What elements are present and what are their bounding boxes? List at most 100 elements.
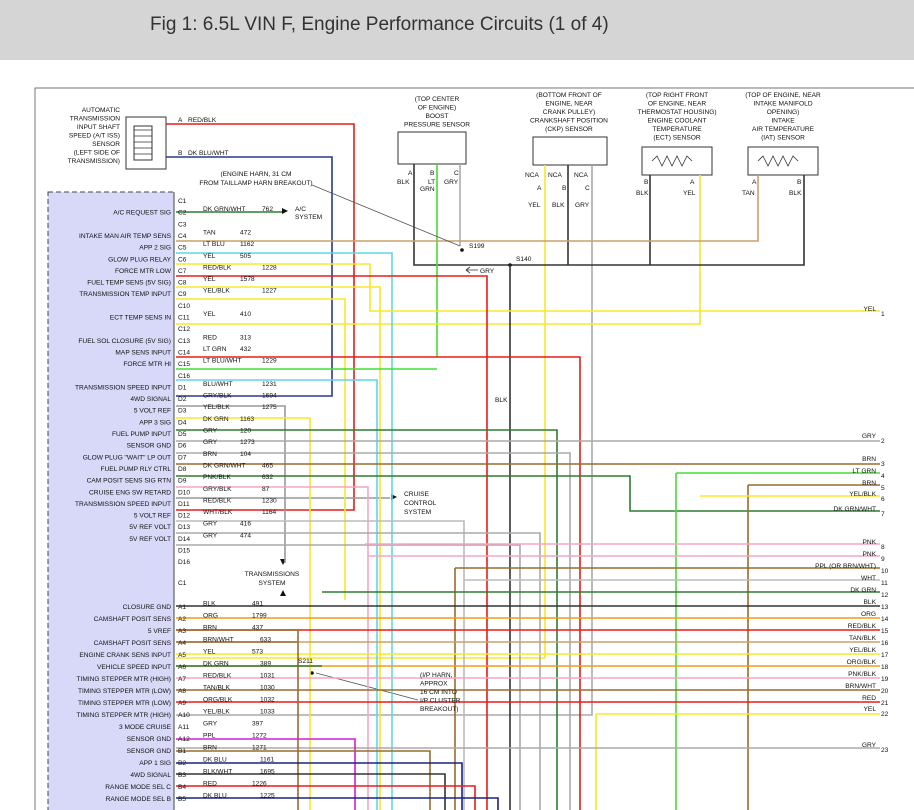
wire-d8-fuel-pump-rly bbox=[176, 475, 880, 512]
ip-harn-note-line: APPROX bbox=[420, 681, 448, 688]
wire-label: BRN bbox=[203, 625, 217, 632]
wire-b5-range-b bbox=[176, 797, 499, 810]
pin-label-c7: FORCE MTR LOW bbox=[115, 268, 172, 275]
terminal-number: 16 bbox=[881, 640, 889, 647]
ac-system-note-line: A/C bbox=[295, 206, 306, 213]
circuit-number: 474 bbox=[240, 532, 251, 539]
wire-label: BLK bbox=[203, 601, 216, 608]
pin-label-d7: GLOW PLUG "WAIT" LP OUT bbox=[83, 454, 171, 461]
circuit-number: 762 bbox=[262, 206, 273, 213]
pin-label-d13: 5V REF VOLT bbox=[129, 524, 171, 531]
wire-d2-4wd bbox=[176, 405, 286, 563]
pin-c1: C1 bbox=[178, 580, 187, 587]
circuit-number: 389 bbox=[260, 661, 271, 668]
wire-c7-force-low bbox=[176, 275, 488, 810]
terminal-label: RED bbox=[862, 695, 876, 702]
wire-b1-sensor-gnd bbox=[176, 750, 431, 810]
terminal-number: 14 bbox=[881, 616, 889, 623]
terminal-number: 22 bbox=[881, 711, 889, 718]
pin-b2: B2 bbox=[178, 760, 186, 767]
circuit-number: 1231 bbox=[262, 381, 277, 388]
boost-sensor-body bbox=[397, 131, 467, 165]
pin-label-a1: CLOSURE GND bbox=[123, 604, 172, 611]
ckp-sensor-label-line: (BOTTOM FRONT OF bbox=[536, 92, 602, 99]
pin-label-c9: TRANSMISSION TEMP INPUT bbox=[79, 291, 171, 298]
atiss-sensor-label-line: AUTOMATIC bbox=[82, 107, 120, 114]
terminal-number: 18 bbox=[881, 664, 889, 671]
circuit-number: 120 bbox=[240, 428, 251, 435]
wire-term-22 bbox=[595, 713, 880, 810]
ip-harn-note-line: I/P CLUSTER bbox=[420, 698, 461, 705]
wire-ect-a bbox=[176, 175, 701, 325]
ckp-wire-a-label: YEL bbox=[528, 202, 541, 209]
ip-harn-leader bbox=[315, 672, 419, 701]
wire-label: YEL bbox=[203, 253, 216, 260]
pin-c13: C13 bbox=[178, 338, 190, 345]
iat-sensor-label-line: OPENING) bbox=[767, 109, 800, 116]
wire-label: LT BLU bbox=[203, 241, 225, 248]
circuit-number: 437 bbox=[252, 625, 263, 632]
pcm-module bbox=[47, 191, 175, 810]
ckp-sensor-label-line: CRANK PULLEY) bbox=[543, 109, 595, 116]
ect-sensor-body bbox=[641, 146, 713, 176]
ckp-pin-a: A bbox=[537, 185, 542, 192]
circuit-number: 465 bbox=[262, 462, 273, 469]
splice-s211: S211 bbox=[298, 658, 313, 665]
atiss-pin-b: B bbox=[178, 150, 183, 157]
gry-arrow-label: GRY bbox=[480, 268, 495, 275]
terminal-label: TAN/BLK bbox=[849, 635, 877, 642]
iat-sensor-label-line: (IAT) SENSOR bbox=[761, 135, 805, 142]
terminal-label: PNK bbox=[862, 551, 876, 558]
pin-label-c15: FORCE MTR HI bbox=[123, 361, 171, 368]
cruise-note-line: CRUISE bbox=[404, 491, 430, 498]
pin-a2: A2 bbox=[178, 616, 186, 623]
pin-d10: D10 bbox=[178, 489, 190, 496]
wire-d4-app3 bbox=[176, 429, 558, 810]
ect-pin-b: B bbox=[644, 179, 649, 186]
wire-label: TAN bbox=[203, 229, 216, 236]
terminal-number: 7 bbox=[881, 511, 885, 518]
terminal-label: ORG bbox=[861, 611, 876, 618]
terminal-label: GRY bbox=[862, 433, 877, 440]
wire-label: RED/BLK bbox=[203, 264, 232, 271]
terminal-number: 20 bbox=[881, 688, 889, 695]
ac-system-note-line: SYSTEM bbox=[295, 214, 322, 221]
splice-s140: S140 bbox=[516, 256, 532, 263]
boost-wire-c-label: GRY bbox=[444, 179, 459, 186]
boost-sensor-label-line: (TOP CENTER bbox=[415, 96, 460, 103]
circuit-number: 1227 bbox=[262, 288, 277, 295]
wire-label: DK BLU bbox=[203, 757, 227, 764]
wire-label: BRN bbox=[203, 451, 217, 458]
iat-sensor-body bbox=[747, 146, 819, 176]
wire-d14 bbox=[176, 544, 521, 810]
wire-label: LT GRN bbox=[203, 346, 227, 353]
pin-a9: A9 bbox=[178, 700, 186, 707]
circuit-number: 1225 bbox=[260, 793, 275, 800]
pin-label-d3: 5 VOLT REF bbox=[134, 408, 171, 415]
iat-wire-a-label: TAN bbox=[742, 190, 755, 197]
circuit-number: 1161 bbox=[260, 757, 275, 764]
terminal-number: 17 bbox=[881, 652, 889, 659]
pin-c7: C7 bbox=[178, 268, 187, 275]
wire-d6-sensor-gnd bbox=[176, 452, 571, 810]
circuit-number: 1275 bbox=[262, 404, 277, 411]
pin-label-d8: FUEL PUMP RLY CTRL bbox=[101, 466, 172, 473]
wire-label: BRN bbox=[203, 745, 217, 752]
circuit-number: 1694 bbox=[262, 393, 277, 400]
pin-label-b1: SENSOR GND bbox=[127, 748, 172, 755]
ip-harn-note-line: (I/P HARN, bbox=[420, 672, 453, 679]
page-title: Fig 1: 6.5L VIN F, Engine Performance Ci… bbox=[150, 14, 609, 35]
ect-sensor-label-line: (ECT) SENSOR bbox=[653, 135, 700, 142]
boost-sensor-label-line: BOOST bbox=[425, 113, 448, 120]
circuit-number: 1229 bbox=[262, 358, 277, 365]
circuit-number: 1030 bbox=[260, 685, 275, 692]
circuit-number: 505 bbox=[240, 253, 251, 260]
terminal-label: BRN bbox=[862, 480, 876, 487]
pin-label-a7: TIMING STEPPER MTR (HIGH) bbox=[76, 676, 171, 683]
boost-pin-c: C bbox=[454, 170, 459, 177]
pin-label-c5: APP 2 SIG bbox=[139, 245, 171, 252]
wire-label: DK GRN bbox=[203, 661, 229, 668]
circuit-number: 1230 bbox=[262, 497, 277, 504]
ect-wire-a-label: YEL bbox=[683, 190, 696, 197]
pin-label-d9: CAM POSIT SENS SIG RTN bbox=[87, 478, 172, 485]
